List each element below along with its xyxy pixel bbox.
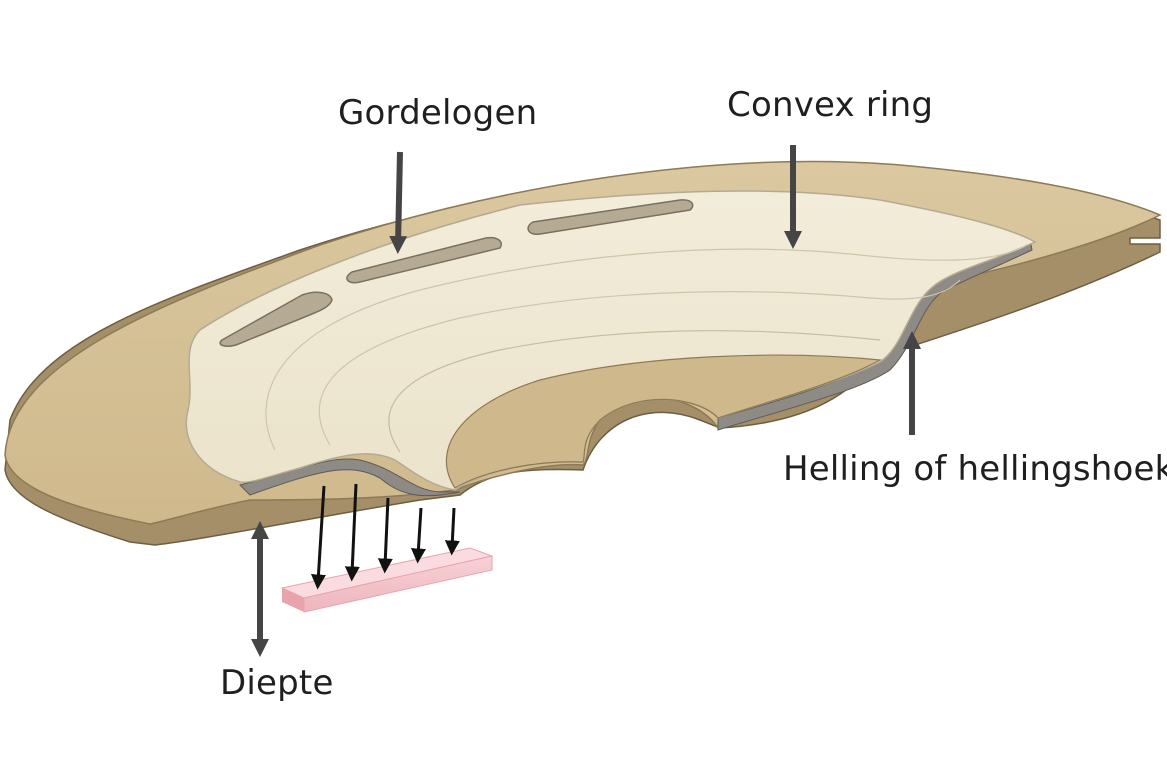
contour-line-1 xyxy=(265,245,1026,451)
belt-loop-slots xyxy=(219,199,694,347)
pressure-arrows xyxy=(310,483,460,590)
slot-2 xyxy=(346,236,502,284)
contour-line-2 xyxy=(318,279,961,446)
belt-loops-label: Gordelogen xyxy=(338,93,538,133)
inner-opening xyxy=(445,354,882,489)
slot-3 xyxy=(527,199,694,236)
pressure-arrow-4 xyxy=(410,507,426,564)
depth-label: Diepte xyxy=(220,663,334,703)
slope-label: Helling of hellingshoek xyxy=(783,449,1167,489)
pressure-arrow-5 xyxy=(444,507,460,556)
slot-1 xyxy=(219,291,333,347)
pressure-block xyxy=(280,547,494,613)
pressure-arrow-3 xyxy=(377,497,393,574)
contour-line-3 xyxy=(388,330,881,453)
pressure-arrow-1 xyxy=(310,485,326,590)
convex-wall-left xyxy=(239,458,461,497)
belt-loops-pointer-arrow xyxy=(389,151,408,254)
pressure-arrow-2 xyxy=(344,483,360,582)
convex-ring-label: Convex ring xyxy=(727,85,934,125)
